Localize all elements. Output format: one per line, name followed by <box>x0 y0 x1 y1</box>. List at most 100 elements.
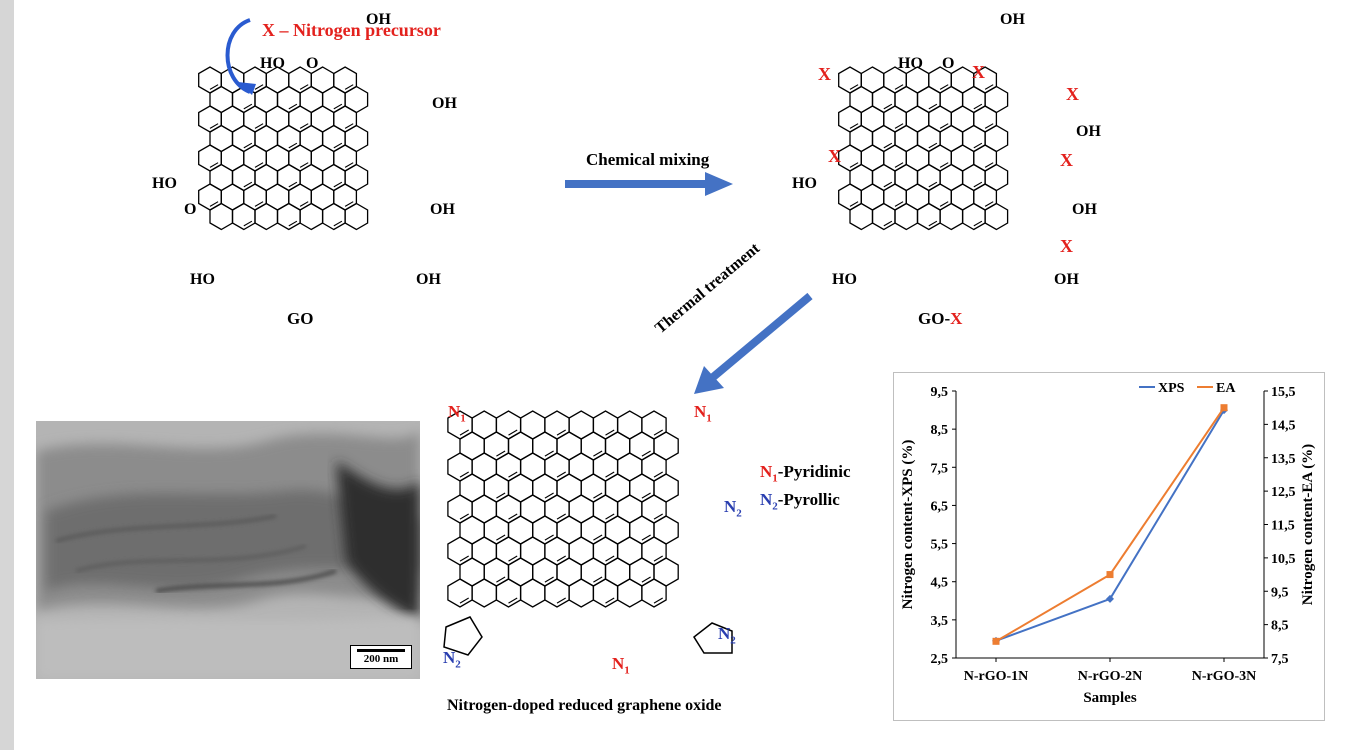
nitrogen-chart: 2,53,54,55,56,57,58,59,57,58,59,510,511,… <box>900 381 1316 706</box>
double-bond <box>254 201 264 207</box>
ngo-panel <box>432 395 752 675</box>
hex-ring <box>299 202 324 231</box>
double-bond <box>544 492 554 499</box>
double-bond <box>459 513 469 520</box>
double-bond <box>883 142 893 149</box>
gox-oh-right2: OH <box>1072 201 1097 218</box>
ngo-n2-bottomright: N2 <box>718 624 736 647</box>
double-bond <box>593 576 603 583</box>
precursor-arrow <box>225 18 251 94</box>
y-tick-label: 3,5 <box>931 614 949 629</box>
hex-ring <box>568 578 595 608</box>
chemical-mixing-label: Chemical mixing <box>586 150 710 169</box>
hex-ring <box>254 202 279 231</box>
double-bond <box>508 513 518 520</box>
hex-ring <box>939 202 964 231</box>
double-bond <box>939 84 949 90</box>
double-bond <box>243 142 253 149</box>
double-bond <box>288 142 298 149</box>
precursor-arrowhead <box>238 82 256 95</box>
gox-ho-bottom: HO <box>832 271 857 288</box>
y-tick-label: 2,5 <box>931 652 949 667</box>
double-bond <box>653 471 663 478</box>
double-bond <box>849 162 859 168</box>
point-ea <box>1106 571 1114 579</box>
double-bond <box>496 534 506 541</box>
go-cooh-top-o: O <box>306 55 318 72</box>
double-bond <box>496 576 506 583</box>
double-bond <box>556 429 566 436</box>
double-bond <box>254 162 264 168</box>
double-bond <box>939 123 949 129</box>
y-tick-label: 6,5 <box>931 499 949 514</box>
chemical-mixing-arrow <box>565 172 733 196</box>
double-bond <box>883 103 893 110</box>
y2-tick-label: 10,5 <box>1271 552 1296 567</box>
double-bond <box>459 471 469 478</box>
hex-ring <box>616 578 643 608</box>
gox-x-5: X <box>1060 150 1073 170</box>
y2-tick-label: 11,5 <box>1271 519 1295 534</box>
gox-cooh-top: HO <box>898 55 923 72</box>
double-bond <box>333 220 343 227</box>
double-bond <box>288 103 298 110</box>
point-ea <box>992 637 1000 645</box>
x-tick-label: N-rGO-1N <box>964 669 1029 684</box>
hex-lattice <box>447 410 679 608</box>
gox-oh-top: OH <box>1000 11 1025 28</box>
double-bond <box>254 84 264 90</box>
y2-tick-label: 14,5 <box>1271 418 1296 433</box>
hex-ring <box>209 202 234 231</box>
y-tick-label: 7,5 <box>931 461 949 476</box>
double-bond <box>593 534 603 541</box>
double-bond <box>209 162 219 168</box>
hex-lattice <box>198 66 369 231</box>
left-edge-bar <box>0 0 14 750</box>
double-bond <box>209 123 219 129</box>
double-bond <box>928 220 938 227</box>
go-panel: HO O OH OH HO O OH HO OH <box>140 0 460 300</box>
double-bond <box>653 429 663 436</box>
double-bond <box>653 597 663 604</box>
hex-ring <box>894 202 919 231</box>
double-bond <box>344 201 354 207</box>
double-bond <box>928 181 938 188</box>
double-bond <box>984 201 994 207</box>
double-bond <box>641 534 651 541</box>
double-bond <box>333 142 343 149</box>
x-tick-label: N-rGO-2N <box>1078 669 1143 684</box>
double-bond <box>605 429 615 436</box>
y2-tick-label: 8,5 <box>1271 619 1289 634</box>
point-ea <box>1220 404 1228 412</box>
double-bond <box>496 492 506 499</box>
double-bond <box>243 181 253 188</box>
y-tick-label: 4,5 <box>931 576 949 591</box>
double-bond <box>344 123 354 129</box>
gox-cooh-left: HO <box>792 175 817 192</box>
double-bond <box>973 220 983 227</box>
double-bond <box>973 103 983 110</box>
double-bond <box>593 492 603 499</box>
double-bond <box>894 84 904 90</box>
double-bond <box>508 471 518 478</box>
double-bond <box>984 123 994 129</box>
go-oh-right1: OH <box>432 95 457 112</box>
hex-ring <box>519 578 546 608</box>
double-bond <box>928 142 938 149</box>
series-line-xps <box>995 409 1225 642</box>
hex-ring <box>471 578 498 608</box>
double-bond <box>984 162 994 168</box>
double-bond <box>928 103 938 110</box>
double-bond <box>605 555 615 562</box>
double-bond <box>605 471 615 478</box>
gox-panel: HO O OH OH HO OH HO OH X X X X X X <box>788 0 1118 300</box>
ngo-structure <box>443 410 733 656</box>
double-bond <box>894 123 904 129</box>
double-bond <box>556 513 566 520</box>
y2-tick-label: 9,5 <box>1271 585 1289 600</box>
double-bond <box>333 103 343 110</box>
x-tick-label: N-rGO-3N <box>1192 669 1257 684</box>
double-bond <box>883 181 893 188</box>
